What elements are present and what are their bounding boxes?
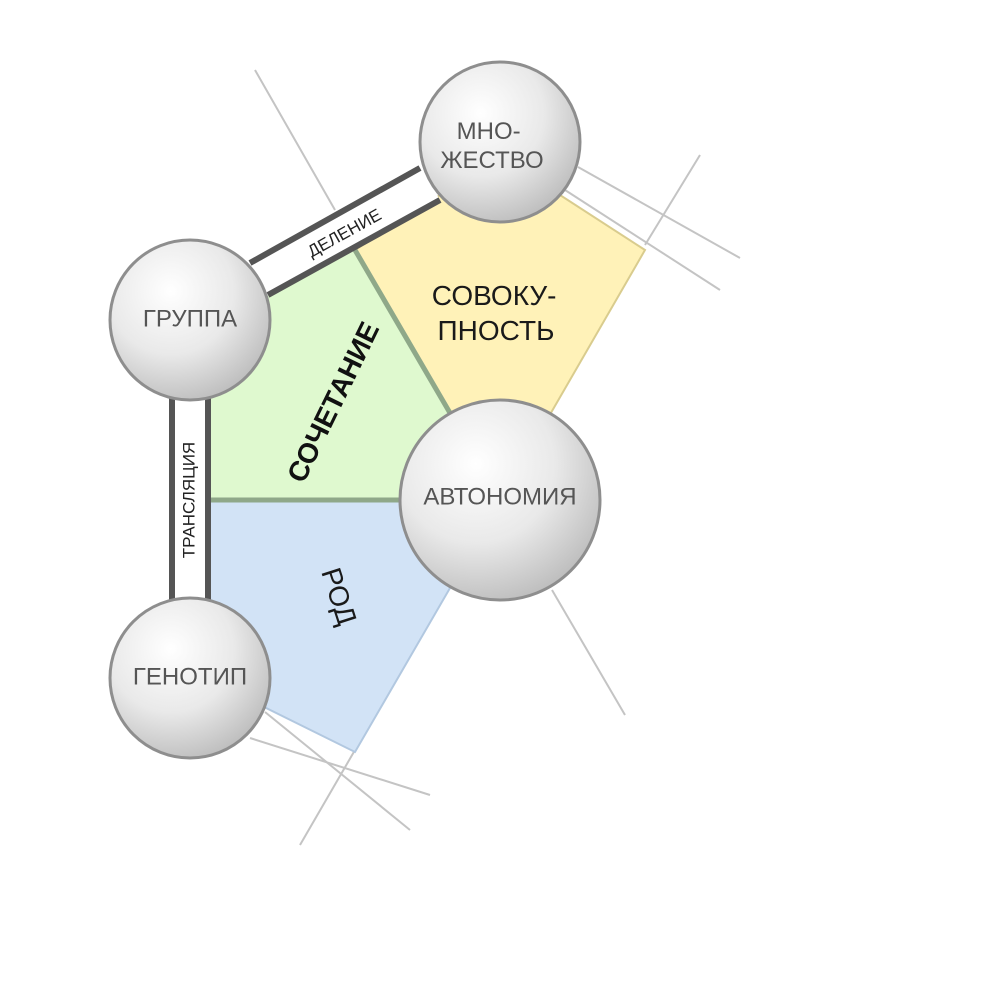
guide-line-lower-3 (299, 749, 356, 846)
node-label-gruppa: ГРУППА (143, 305, 237, 332)
guide-line-upper-right-3 (644, 154, 701, 246)
link-translyatsiya: ТРАНСЛЯЦИЯ (169, 396, 211, 604)
guide-line-lower-1 (249, 737, 431, 796)
guide-line-top (254, 69, 336, 211)
guide-line-lower-2 (264, 711, 411, 831)
node-label-genotip: ГЕНОТИП (133, 663, 247, 690)
guide-line-upper-right-2 (564, 189, 721, 291)
guide-lines (0, 69, 750, 846)
region-borders (210, 248, 453, 503)
node-mnozhestvo: МНО- ЖЕСТВО (418, 60, 582, 224)
node-gruppa: ГРУППА (108, 238, 272, 402)
region-label-sovokupnost: СОВОКУ- ПНОСТЬ (432, 280, 564, 346)
node-avtonomiya: АВТОНОМИЯ (398, 398, 602, 602)
node-genotip: ГЕНОТИП (108, 596, 272, 760)
node-label-avtonomiya: АВТОНОМИЯ (423, 483, 576, 510)
guide-line-bottom (551, 589, 626, 716)
guide-line-upper-right-1 (577, 166, 741, 259)
node-label-mnozhestvo: МНО- ЖЕСТВО (440, 118, 543, 174)
link-label-translyatsiya: ТРАНСЛЯЦИЯ (179, 442, 198, 558)
